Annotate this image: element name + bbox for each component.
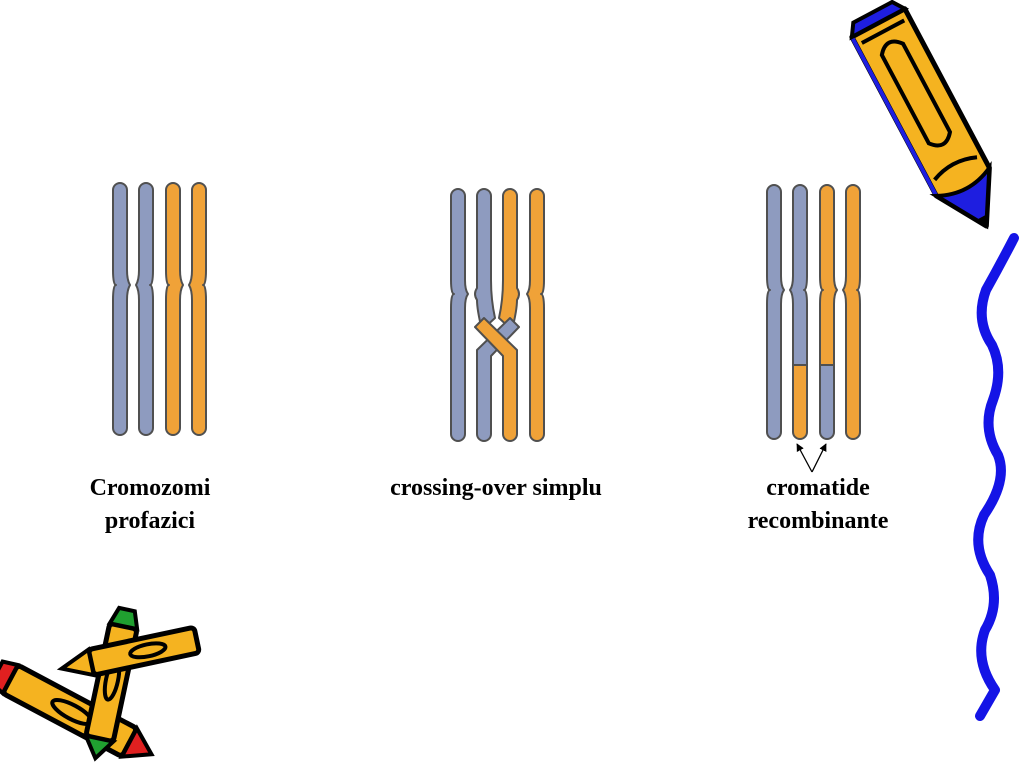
crossover-segment-maternal [476,317,520,442]
crossover-segment-paternal [474,317,518,442]
maternal-chromatid-parental [766,184,785,440]
paternal-chromatid-parental [842,184,861,440]
pencil-clipart-icon [849,0,992,230]
recombinant-chromatid-paternal-bottom [819,364,835,440]
maternal-chromatid-right [135,182,154,436]
recombinant-chromatid-maternal-top [789,184,808,366]
paternal-chromatid-inner-top [498,188,520,331]
crossed-crayons-clipart-icon [0,605,202,762]
paternal-chromatid-left [165,182,184,436]
paternal-chromatid-right [188,182,207,436]
caption-line: Cromozomi [89,475,211,501]
caption-prophase: Cromozomi profazici [60,472,240,538]
maternal-chromosome [112,182,154,436]
blue-squiggle-line [973,233,1019,721]
maternal-chromatid-inner-top [474,188,496,331]
caption-single-crossover: crossing-over simplu [346,472,646,505]
recombinant-chromatid-paternal-top [819,184,838,366]
paternal-chromosome [165,182,207,436]
caption-line: recombinante [747,508,889,534]
recombinant-chromosomes [766,184,861,440]
caption-line: profazici [104,508,196,534]
caption-recombinant: cromatide recombinante [718,472,918,538]
recombinant-chromatid-maternal-bottom [792,364,808,440]
recombinant-pointer-arrows [796,443,827,473]
paternal-chromatid-outer [526,188,545,442]
prophase-chromosomes [112,182,207,436]
maternal-chromatid-left [112,182,131,436]
caption-line: cromatide [766,475,870,501]
maternal-chromatid-outer [450,188,469,442]
crossover-chromosomes [450,188,545,442]
caption-line: crossing-over simplu [390,475,602,501]
